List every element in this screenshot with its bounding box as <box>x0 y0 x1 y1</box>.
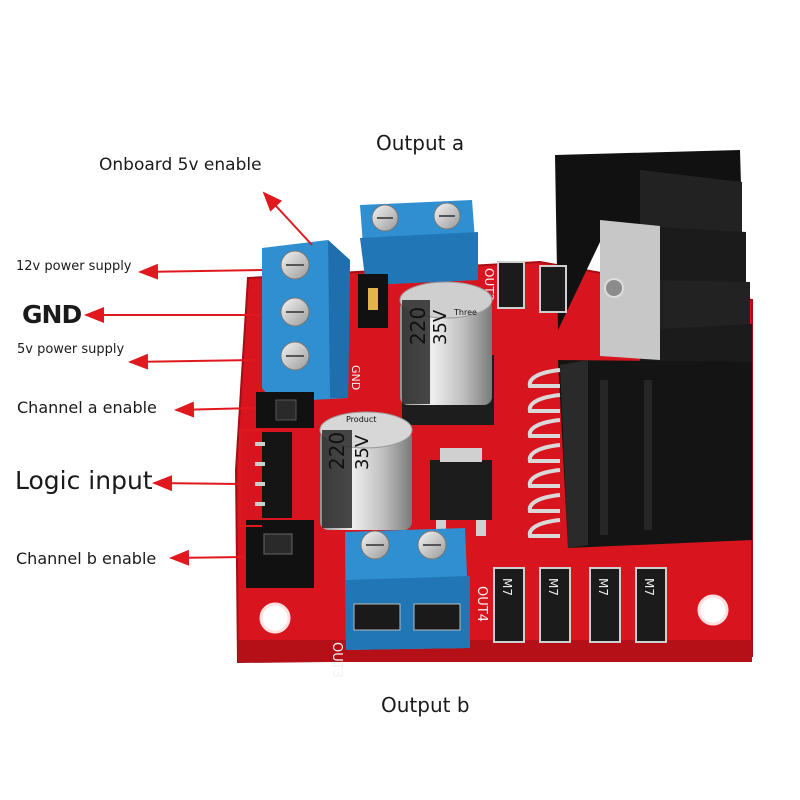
logic-input-header <box>255 432 292 518</box>
diode <box>497 261 525 309</box>
svg-text:M7: M7 <box>546 578 560 596</box>
label-channel-a-enable: Channel a enable <box>17 398 157 417</box>
arrow-5v <box>128 353 256 370</box>
logic-input-bracket <box>239 429 262 527</box>
arrow-channel-a <box>174 401 256 418</box>
svg-text:35V: 35V <box>430 309 451 345</box>
capacitor-1: 220 35V Three <box>399 281 494 425</box>
label-output-a: Output a <box>376 131 465 155</box>
silk-out3: OUT3 <box>329 642 344 678</box>
capacitor-2: 220 35V Product <box>319 411 413 530</box>
label-logic-input: Logic input <box>15 466 153 495</box>
onboard-5v-jumper <box>358 274 388 328</box>
label-12v-power-supply: 12v power supply <box>16 259 132 274</box>
mounting-holes <box>259 594 729 634</box>
arrow-12v <box>138 263 263 280</box>
label-onboard-5v-enable: Onboard 5v enable <box>99 155 262 175</box>
regulator-chip <box>430 448 492 536</box>
svg-text:M7: M7 <box>642 578 656 596</box>
arrow-onboard-5v <box>262 191 313 246</box>
output-a-terminal <box>360 200 478 285</box>
label-channel-b-enable: Channel b enable <box>16 549 157 568</box>
label-5v-power-supply: 5v power supply <box>17 342 125 357</box>
svg-text:220: 220 <box>325 432 349 470</box>
svg-text:35V: 35V <box>352 434 373 470</box>
diode <box>539 265 567 313</box>
power-terminal <box>262 240 350 402</box>
svg-text:M7: M7 <box>596 578 610 596</box>
silk-gnd: GND <box>349 365 362 390</box>
callout-arrows <box>84 191 313 566</box>
silk-out4: OUT4 <box>474 586 489 622</box>
channel-a-jumper <box>256 392 314 428</box>
label-output-b: Output b <box>381 693 470 717</box>
svg-text:M7: M7 <box>500 578 514 596</box>
diodes-m7: M7 M7 M7 M7 <box>493 567 667 643</box>
label-gnd: GND <box>22 300 82 329</box>
arrow-logic-input <box>152 475 241 492</box>
channel-b-jumper <box>246 520 314 588</box>
heatsink <box>555 150 752 548</box>
svg-text:220: 220 <box>406 307 430 345</box>
output-b-terminal <box>345 528 470 650</box>
chip-pins <box>527 368 561 538</box>
svg-text:Three: Three <box>453 308 477 317</box>
arrow-channel-b <box>169 549 246 566</box>
svg-text:Product: Product <box>346 415 376 424</box>
